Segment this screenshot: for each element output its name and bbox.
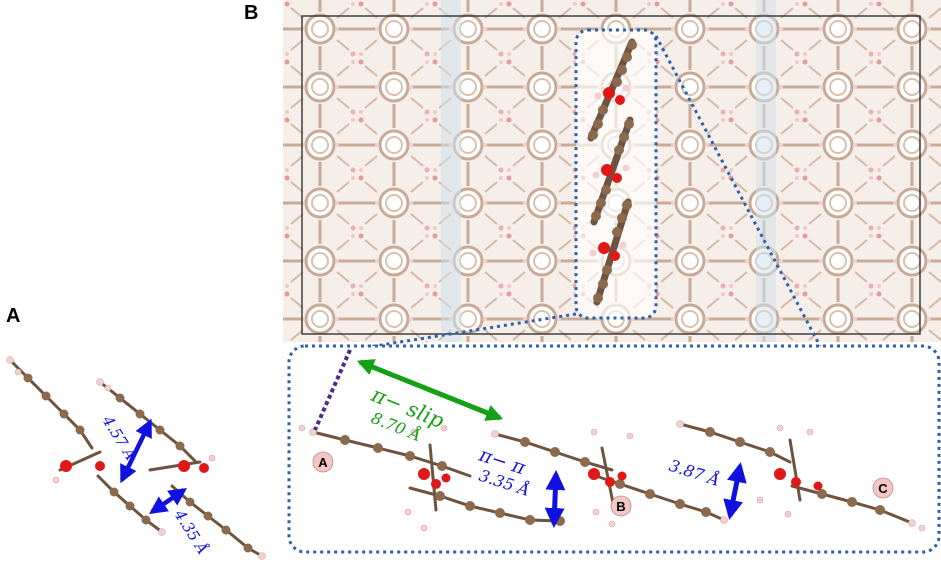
molecule-marker-c: C [872, 477, 894, 499]
panel-b-label: B [244, 2, 259, 24]
distance-1-label: 4.57 Å [98, 412, 140, 464]
panel-a-atoms [6, 356, 266, 560]
panel-a-label: A [6, 305, 21, 327]
distance-bc-arrow [723, 462, 747, 520]
molecule-marker-a: A [312, 451, 334, 473]
stacked-atoms [588, 40, 637, 303]
distance-1-arrow [119, 418, 153, 484]
svg-text:B: B [616, 499, 625, 514]
slip-reference-line [313, 349, 352, 431]
distance-2-arrow [149, 487, 187, 515]
zoom-connector-lines [349, 35, 822, 352]
svg-text:A: A [318, 455, 328, 470]
molecule-marker-b: B [610, 495, 632, 517]
pi-pi-arrow [544, 470, 566, 528]
unit-cell-box [301, 15, 921, 335]
slip-arrow [356, 359, 504, 421]
svg-text:C: C [878, 481, 888, 496]
